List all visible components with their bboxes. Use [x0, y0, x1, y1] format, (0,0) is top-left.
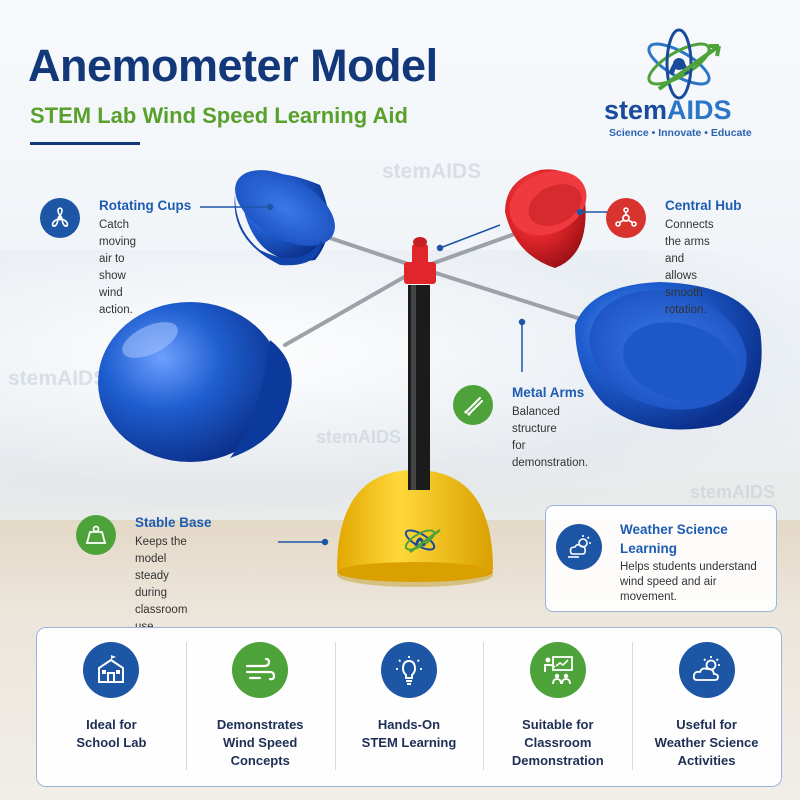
teacher-icon	[529, 642, 586, 698]
stemaids-logo	[647, 28, 721, 100]
callout-desc: Keeps the model steady during classroom …	[135, 536, 188, 633]
feature-label: Suitable for Classroom Demonstration	[511, 717, 604, 768]
feature-school-lab: Ideal for School Lab	[37, 628, 186, 786]
stable-base	[337, 470, 493, 570]
callout-leaders	[200, 203, 610, 546]
weight-icon	[76, 515, 116, 555]
watermark: stemAIDS	[690, 482, 776, 502]
callout-desc: Catch moving air to show wind action.	[99, 219, 137, 316]
cup-blue-large-left	[98, 302, 292, 462]
watermark: stemAIDS	[382, 160, 482, 183]
cup-red-top-right	[505, 169, 587, 268]
callout-weather-science: Weather Science Learning Helps students …	[545, 505, 777, 612]
lightbulb-icon	[380, 642, 437, 698]
callout-title: Metal Arms	[512, 385, 585, 400]
cup-blue-top-left	[234, 170, 335, 266]
callout-title: Rotating Cups	[99, 198, 192, 213]
rods-icon	[453, 385, 493, 425]
base-logo-icon	[404, 528, 441, 554]
weather-icon	[678, 642, 735, 698]
school-icon	[83, 642, 140, 698]
callout-desc: Helps students understand wind speed and…	[620, 561, 757, 603]
logo-wordmark: stemAIDS	[604, 95, 732, 126]
callout-desc: Connects the arms and allows smooth rota…	[665, 219, 714, 316]
logo-wordmark-aids: AIDS	[667, 95, 732, 125]
callout-desc: Balanced structure for demonstration.	[512, 406, 589, 469]
feature-hands-on: Hands-On STEM Learning	[334, 628, 484, 786]
feature-label: Hands-On STEM Learning	[361, 717, 457, 750]
feature-bar: Ideal for School Lab Demonstrates Wind S…	[36, 627, 782, 787]
wind-icon	[232, 642, 289, 698]
feature-weather-science: Useful for Weather Science Activities	[632, 628, 781, 786]
callout-title: Stable Base	[135, 515, 212, 530]
hub-icon	[606, 198, 646, 238]
feature-label: Ideal for School Lab	[76, 717, 147, 750]
feature-label: Useful for Weather Science Activities	[654, 717, 759, 768]
callout-title: Weather Science Learning	[620, 522, 728, 556]
watermark: stemAIDS	[316, 427, 402, 447]
cup-blue-large-right	[575, 282, 762, 430]
fan-icon	[40, 198, 80, 238]
logo-wordmark-stem: stem	[604, 95, 668, 125]
feature-wind-speed: Demonstrates Wind Speed Concepts	[185, 628, 335, 786]
page-subtitle: STEM Lab Wind Speed Learning Aid	[30, 103, 408, 128]
weather-icon	[556, 524, 602, 570]
feature-classroom: Suitable for Classroom Demonstration	[483, 628, 632, 786]
watermark: stemAIDS	[8, 367, 108, 390]
logo-tagline: Science • Innovate • Educate	[609, 127, 752, 139]
title-underline	[30, 142, 140, 145]
feature-label: Demonstrates Wind Speed Concepts	[216, 717, 304, 768]
page-title: Anemometer Model	[28, 40, 438, 91]
callout-title: Central Hub	[665, 198, 742, 213]
central-hub	[404, 262, 436, 284]
